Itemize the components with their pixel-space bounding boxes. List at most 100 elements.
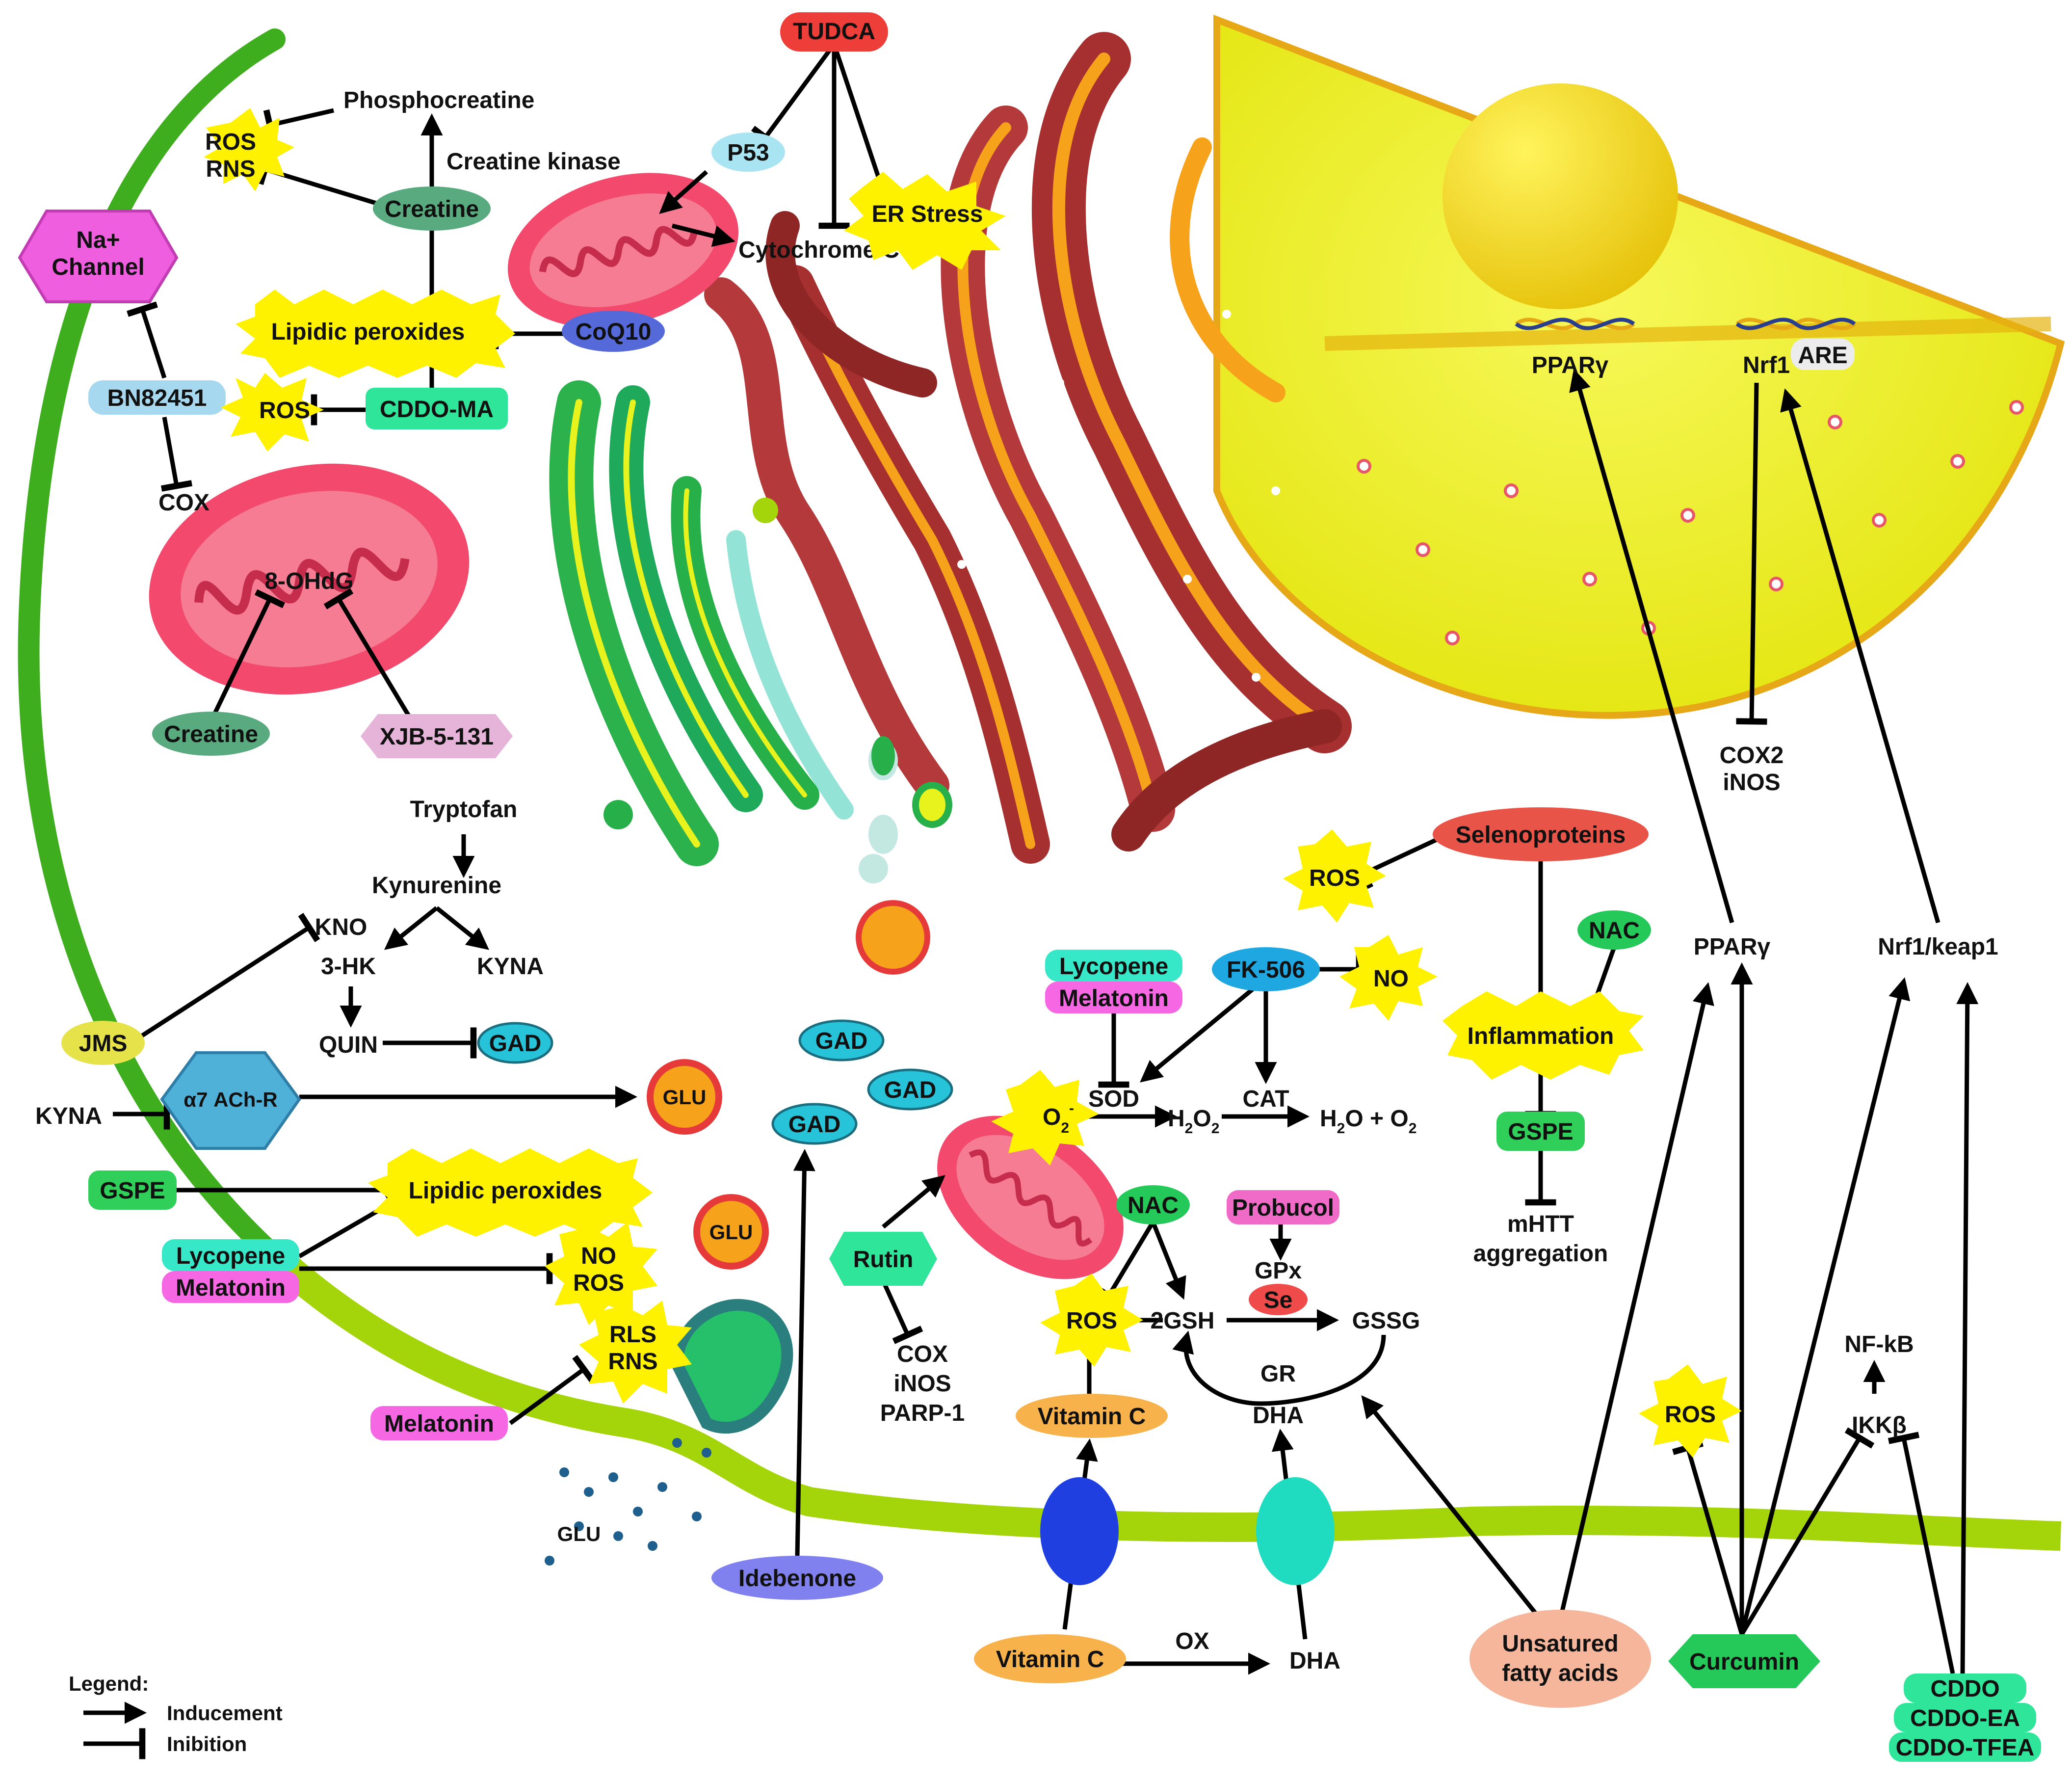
melatonin-left-node: Melatonin <box>162 1271 299 1303</box>
gspe-left-node: GSPE <box>88 1170 177 1210</box>
dna-icon <box>1515 318 1856 330</box>
gad-mid-2: GAD <box>867 1068 953 1111</box>
svg-text:O2-: O2- <box>1043 1100 1074 1136</box>
svg-text:ARE: ARE <box>1798 343 1847 369</box>
nrf1-nucleus-label: Nrf1 <box>1743 352 1790 378</box>
mitochondrion-middle <box>937 1116 1124 1279</box>
lipidic-peroxides-top-burst: Lipidic peroxides <box>236 290 515 378</box>
cddo-stack: CDDO CDDO-EA CDDO-TFEA <box>1889 1674 2041 1762</box>
ros-left-burst: ROS <box>221 373 324 452</box>
nucleolus <box>1443 83 1678 309</box>
vitamin-c-mid-node: Vitamin C <box>1016 1394 1168 1438</box>
svg-text:Idebenone: Idebenone <box>738 1566 856 1592</box>
svg-text:NAC: NAC <box>1128 1193 1179 1219</box>
are-node: ARE <box>1791 339 1855 370</box>
svg-text:Curcumin: Curcumin <box>1689 1649 1799 1675</box>
vitamin-c-bottom-node: Vitamin C <box>974 1634 1126 1683</box>
svg-text:Melatonin: Melatonin <box>384 1411 494 1437</box>
probucol-node: Probucol <box>1227 1190 1339 1224</box>
na-channel-node: Na+ Channel <box>18 210 179 303</box>
cox-left-label: COX <box>158 490 210 516</box>
mitochondrion-left <box>149 463 470 695</box>
glu-top-node: GLU <box>647 1059 722 1135</box>
cell-membrane <box>18 28 2062 1551</box>
channels <box>1040 1477 1335 1585</box>
lycopene-left-node: Lycopene <box>162 1239 299 1271</box>
nrf1-keap1-label: Nrf1/keap1 <box>1878 934 1998 960</box>
mhtt-label: mHTT <box>1507 1211 1574 1237</box>
svg-text:GSPE: GSPE <box>100 1178 165 1204</box>
creatine-top-node: Creatine <box>373 186 491 231</box>
sod-label: SOD <box>1088 1086 1139 1112</box>
svg-text:Melatonin: Melatonin <box>1059 985 1169 1011</box>
ikkb-label: IKKβ <box>1852 1412 1907 1438</box>
svg-text:BN82451: BN82451 <box>107 385 207 411</box>
svg-text:Vitamin C: Vitamin C <box>996 1647 1104 1673</box>
lipidic-peroxides-bottom-burst: Lipidic peroxides <box>368 1148 653 1237</box>
svg-text:ROS: ROS <box>1066 1308 1117 1334</box>
svg-text:ROS: ROS <box>1665 1402 1716 1428</box>
idebenone-node: Idebenone <box>711 1556 883 1600</box>
dha-bottom-label: DHA <box>1289 1648 1340 1674</box>
melatonin-bottom-node: Melatonin <box>370 1406 508 1440</box>
no-fk-burst: NO <box>1339 935 1438 1021</box>
kynurenine-label: Kynurenine <box>372 873 501 899</box>
h2o2-label: H2O2 <box>1168 1106 1219 1137</box>
legend-inibition: Inibition <box>167 1732 247 1755</box>
svg-text:fatty acids: fatty acids <box>1502 1660 1618 1686</box>
legend-title: Legend: <box>69 1672 149 1695</box>
pparg-nucleus-label: PPARγ <box>1532 352 1609 378</box>
2gsh-label: 2GSH <box>1151 1308 1215 1334</box>
gr-label: GR <box>1260 1361 1296 1387</box>
er-stress-burst: ER Stress <box>844 172 1006 270</box>
se-node: Se <box>1249 1284 1308 1315</box>
gad-quin-node: GAD <box>477 1022 553 1064</box>
nac-mid-node: NAC <box>1116 1185 1190 1224</box>
svg-text:ROS: ROS <box>259 398 310 424</box>
svg-text:Melatonin: Melatonin <box>176 1275 286 1301</box>
kno-label: KNO <box>315 914 367 940</box>
jms-node: JMS <box>61 1021 145 1065</box>
svg-text:CDDO-TFEA: CDDO-TFEA <box>1896 1735 2035 1761</box>
rls-rns-burst: RLS RNS <box>579 1301 692 1404</box>
svg-text:α7 ACh-R: α7 ACh-R <box>184 1088 277 1111</box>
svg-text:Channel: Channel <box>52 254 144 280</box>
nuclear-pores <box>1357 400 2024 645</box>
svg-text:Lipidic peroxides: Lipidic peroxides <box>271 319 465 345</box>
svg-text:RNS: RNS <box>206 156 255 182</box>
8-ohdg-label: 8-OHdG <box>264 568 353 594</box>
tudca-node: TUDCA <box>780 12 888 52</box>
svg-text:Selenoproteins: Selenoproteins <box>1456 822 1626 848</box>
svg-text:Se: Se <box>1264 1287 1293 1313</box>
melatonin-mid-node: Melatonin <box>1045 982 1182 1013</box>
svg-text:Unsatured: Unsatured <box>1502 1631 1618 1657</box>
svg-text:CDDO-EA: CDDO-EA <box>1910 1705 2020 1731</box>
svg-text:Creatine: Creatine <box>164 721 258 747</box>
no-ros-burst: NO ROS <box>545 1222 657 1325</box>
rutin-node: Rutin <box>829 1232 937 1286</box>
svg-text:ROS: ROS <box>573 1270 624 1296</box>
svg-text:Vitamin C: Vitamin C <box>1038 1404 1146 1430</box>
kyna-left-label: KYNA <box>35 1103 102 1129</box>
phosphocreatine-label: Phosphocreatine <box>343 87 534 113</box>
svg-text:JMS: JMS <box>79 1031 128 1057</box>
glu-cloud-label: GLU <box>557 1522 601 1545</box>
svg-text:GAD: GAD <box>884 1077 937 1103</box>
svg-text:XJB-5-131: XJB-5-131 <box>380 724 494 750</box>
ros-gsh-burst: ROS <box>1040 1274 1143 1367</box>
superoxide-burst: O2- <box>991 1070 1099 1166</box>
svg-text:GLU: GLU <box>709 1221 753 1244</box>
vesicles <box>603 498 952 975</box>
coq10-node: CoQ10 <box>562 311 665 352</box>
dha-transporter <box>1256 1477 1335 1585</box>
svg-text:Creatine: Creatine <box>385 196 479 222</box>
gssg-label: GSSG <box>1352 1308 1420 1334</box>
gad-mid-1: GAD <box>798 1019 885 1062</box>
svg-text:GAD: GAD <box>489 1031 542 1057</box>
gspe-right-node: GSPE <box>1496 1112 1585 1151</box>
svg-text:NO: NO <box>1373 966 1409 992</box>
parp1-label: PARP-1 <box>880 1400 965 1426</box>
svg-text:GAD: GAD <box>788 1112 841 1138</box>
golgi-apparatus <box>549 380 854 866</box>
svg-text:Rutin: Rutin <box>853 1247 914 1273</box>
